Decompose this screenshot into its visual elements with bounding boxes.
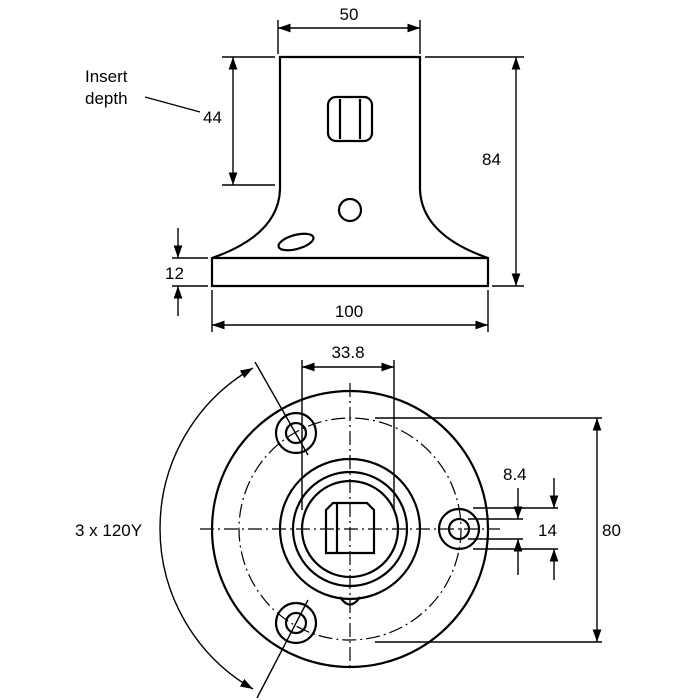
square-socket xyxy=(324,501,376,555)
hub-nub xyxy=(339,596,361,606)
side-view: 50 44 Insert depth 84 12 100 xyxy=(85,5,524,332)
angle-note: 3 x 120Y xyxy=(75,521,142,540)
bolt-hole-bottom-left xyxy=(274,601,318,645)
dim-height: 84 xyxy=(482,150,501,169)
plan-view: 33.8 8.4 14 80 3 x 120Y xyxy=(75,343,621,699)
angle-arc xyxy=(159,367,254,690)
dim-base-width: 100 xyxy=(335,302,363,321)
side-hole xyxy=(337,197,363,223)
dim-bolt-circle: 80 xyxy=(602,521,621,540)
dim-width-top: 50 xyxy=(340,5,359,24)
bolt-hole-oblique xyxy=(277,232,315,252)
hub-outer xyxy=(278,457,422,601)
square-window xyxy=(326,95,374,143)
dim-insert-depth: 44 xyxy=(203,108,222,127)
dim-hub: 33.8 xyxy=(331,343,364,362)
insert-label-1: Insert xyxy=(85,67,128,86)
insert-label-2: depth xyxy=(85,89,128,108)
bolt-hole-top-left xyxy=(274,411,318,455)
dim-counterbore: 14 xyxy=(538,521,557,540)
leader-line xyxy=(144,96,201,113)
bolt-circle xyxy=(238,417,462,641)
dim-hole: 8.4 xyxy=(503,465,527,484)
bolt-hole-right xyxy=(437,507,481,551)
pedestal-outline xyxy=(210,55,490,288)
flange-outer xyxy=(210,389,490,669)
dim-base-thickness: 12 xyxy=(165,264,184,283)
